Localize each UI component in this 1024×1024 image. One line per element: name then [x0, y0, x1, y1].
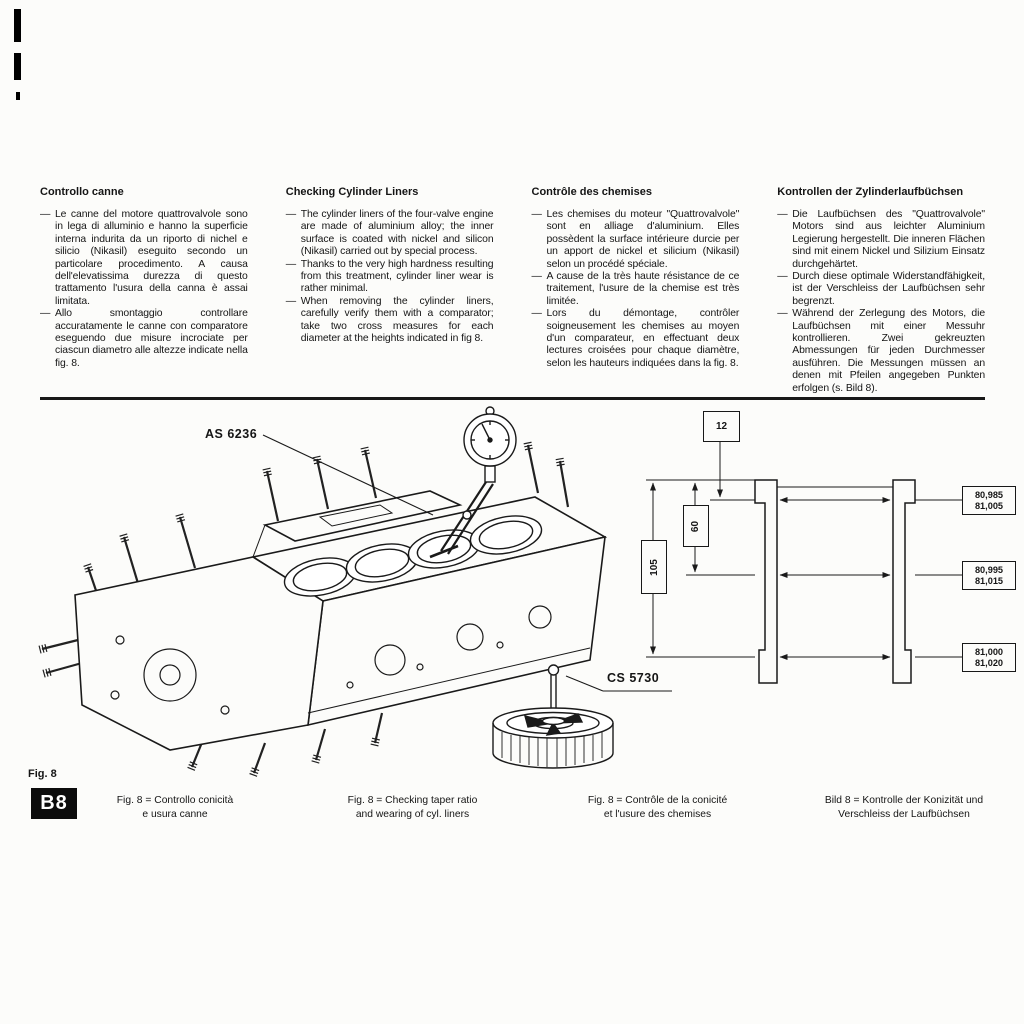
caption-italian: Fig. 8 = Controllo conicità e usura cann…: [60, 794, 290, 821]
caption-line: Bild 8 = Kontrolle der Konizität und: [824, 795, 984, 806]
scan-artifact: [14, 53, 21, 80]
figure-label: Fig. 8: [28, 768, 57, 780]
engine-block-illustration: [38, 406, 672, 777]
paragraph: — When removing the cylinder liners, car…: [286, 296, 494, 346]
bore-min: 81,000: [974, 646, 1004, 657]
dash-bullet: —: [777, 271, 788, 283]
caption-french: Fig. 8 = Contrôle de la conicité et l'us…: [545, 794, 770, 821]
column-title: Contrôle des chemises: [531, 186, 652, 198]
paragraph: — Les chemises du moteur "Quattrovalvole…: [532, 209, 740, 271]
caption-line: e usura canne: [142, 808, 208, 820]
paragraph-text: Die Laufbüchsen des "Quattrovalvole" Mot…: [792, 209, 985, 270]
liner-section-drawing: [754, 479, 916, 684]
bore-max: 81,005: [974, 500, 1004, 511]
setting-disc-tool: [492, 664, 614, 769]
dim-60-box: 60: [683, 505, 709, 547]
paragraph: — Durch diese optimale Widerstandfähigke…: [777, 271, 985, 308]
bore-dimension-box-top: 80,985 81,005: [962, 486, 1016, 515]
column-french: Contrôle des chemises — Les chemises du …: [532, 186, 740, 395]
dim-60-value: 60: [690, 520, 702, 532]
scan-artifact: [16, 92, 20, 100]
dim-105-box: 105: [641, 540, 667, 594]
paragraph: — Allo smontaggio controllare accuratame…: [40, 308, 248, 370]
paragraph: — Die Laufbüchsen des "Quattrovalvole" M…: [777, 209, 985, 271]
dimension-lines: [646, 441, 966, 660]
cylinder-bores: [283, 515, 543, 597]
paragraph-text: Les chemises du moteur "Quattrovalvole" …: [546, 209, 740, 270]
dim-12-value: 12: [715, 421, 728, 432]
column-title: Checking Cylinder Liners: [285, 186, 419, 198]
paragraph: — Thanks to the very high hardness resul…: [286, 259, 494, 296]
bore-dimension-box-middle: 80,995 81,015: [962, 561, 1016, 590]
bore-max: 81,020: [974, 657, 1004, 668]
dash-bullet: —: [777, 308, 788, 320]
caption-english: Fig. 8 = Checking taper ratio and wearin…: [295, 794, 530, 821]
bore-max: 81,015: [974, 575, 1004, 586]
liner-section-diagram: [646, 441, 966, 684]
dash-bullet: —: [531, 209, 542, 220]
dash-bullet: —: [531, 308, 542, 320]
caption-line: Fig. 8 = Controllo conicità: [116, 795, 234, 806]
paragraph-text: Allo smontaggio controllare accuratament…: [55, 308, 248, 369]
dim-105-value: 105: [648, 558, 660, 576]
as-label-leader: [262, 434, 434, 516]
paragraph-text: Le canne del motore quattrovalvole sono …: [55, 209, 248, 307]
paragraph-text: When removing the cylinder liners, caref…: [300, 295, 494, 345]
tool-label-disc: CS 5730: [607, 671, 660, 685]
caption-german: Bild 8 = Kontrolle der Konizität und Ver…: [788, 794, 1020, 821]
paragraph: — Le canne del motore quattrovalvole son…: [40, 209, 248, 308]
column-italian: Controllo canne — Le canne del motore qu…: [40, 186, 248, 395]
dial-bore-gauge: [429, 406, 517, 559]
column-title: Kontrollen der Zylinderlaufbüchsen: [777, 186, 964, 198]
paragraph-text: A cause de la très haute résistance de c…: [546, 271, 740, 307]
text-columns: Controllo canne — Le canne del motore qu…: [40, 186, 985, 395]
dash-bullet: —: [285, 295, 297, 307]
dim-12-box: 12: [703, 411, 740, 442]
column-german: Kontrollen der Zylinderlaufbüchsen — Die…: [777, 186, 985, 395]
paragraph: — Während der Zerlegung des Motors, die …: [777, 308, 985, 395]
block-face-details: [110, 605, 552, 715]
paragraph-text: The cylinder liners of the four-valve en…: [300, 209, 494, 258]
bore-dimension-box-bottom: 81,000 81,020: [962, 643, 1016, 672]
dash-bullet: —: [285, 258, 297, 270]
paragraph: — A cause de la très haute résistance de…: [532, 271, 740, 308]
paragraph: — The cylinder liners of the four-valve …: [286, 209, 494, 259]
paragraph-text: Thanks to the very high hardness resulti…: [300, 258, 494, 295]
horizontal-rule: [40, 397, 985, 400]
paragraph-text: Lors du démontage, contrôler soigneuseme…: [546, 308, 740, 369]
column-english: Checking Cylinder Liners — The cylinder …: [286, 186, 494, 395]
dash-bullet: —: [531, 271, 542, 283]
bore-min: 80,995: [974, 564, 1004, 575]
paragraph-text: Durch diese optimale Widerstandfähigkeit…: [792, 271, 985, 307]
cs-label-leader: [565, 675, 672, 692]
dash-bullet: —: [40, 209, 51, 220]
caption-line: Verschleiss der Laufbüchsen: [838, 808, 970, 820]
caption-line: Fig. 8 = Contrôle de la conicité: [587, 795, 728, 806]
column-title: Controllo canne: [40, 186, 124, 198]
caption-line: Fig. 8 = Checking taper ratio: [347, 795, 478, 806]
caption-line: et l'usure des chemises: [603, 808, 712, 820]
tool-label-gauge: AS 6236: [205, 427, 258, 441]
bore-min: 80,985: [974, 489, 1004, 500]
dash-bullet: —: [777, 209, 788, 220]
dash-bullet: —: [40, 308, 51, 320]
section-badge: B8: [31, 788, 77, 819]
dash-bullet: —: [285, 209, 297, 220]
paragraph: — Lors du démontage, contrôler soigneuse…: [532, 308, 740, 370]
paragraph-text: Während der Zerlegung des Motors, die La…: [792, 308, 985, 394]
caption-line: and wearing of cyl. liners: [355, 808, 470, 820]
scan-artifact: [14, 9, 21, 42]
